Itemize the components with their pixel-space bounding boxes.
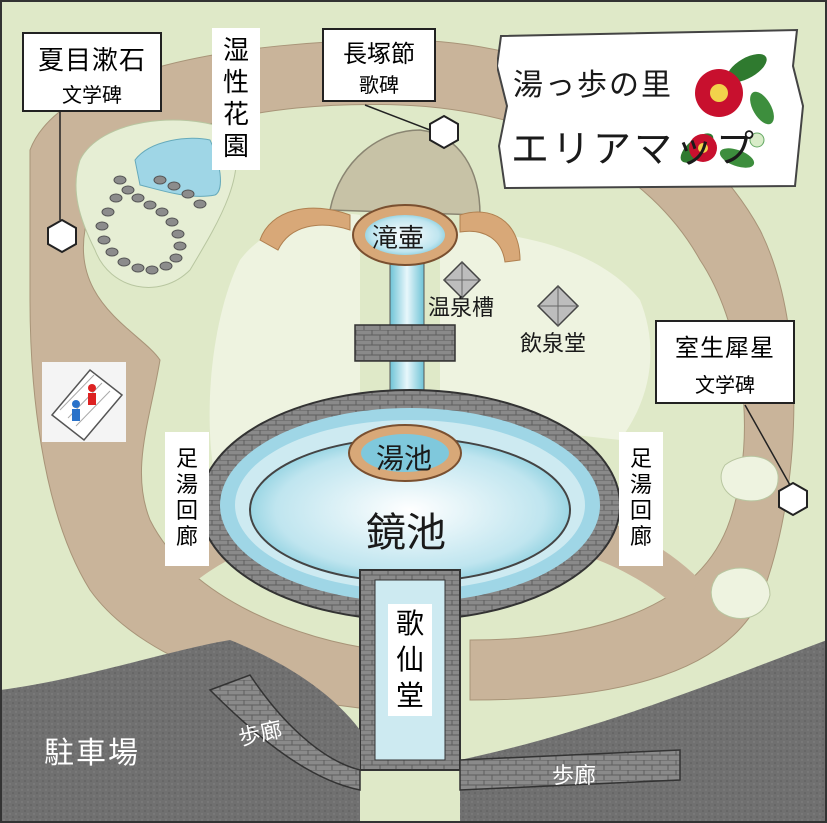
footbath-corridor-left-label[interactable]: 足 湯 回 廊 — [165, 432, 209, 566]
hot-pool-water — [361, 434, 449, 472]
mirror-pond-label: 鏡池 — [366, 510, 446, 556]
title-card: 湯っ歩の里 エリアマップ — [497, 26, 807, 192]
marsh-garden-char: 園 — [222, 132, 249, 162]
waterfall-label: 滝壷 — [372, 224, 425, 254]
marsh-garden-label[interactable]: 湿 性 花 園 — [212, 28, 260, 170]
parking-label: 駐車場 — [44, 736, 140, 771]
soseki-name: 夏目漱石 — [37, 46, 146, 76]
footbath-char: 湯 — [175, 473, 198, 498]
map-title-line1: 湯っ歩の里 — [513, 68, 673, 103]
lawn-right-small-2 — [710, 567, 771, 619]
waterfall-basin-water — [365, 215, 445, 255]
hot-pool-label: 湯池 — [376, 442, 433, 475]
footbath-char: 足 — [629, 447, 652, 472]
stepping-stones — [95, 175, 207, 275]
waterfall-rocks-right — [459, 211, 521, 263]
lawn-right-small — [720, 455, 779, 502]
marsh-garden-char: 性 — [222, 68, 249, 98]
nagatsuka-sub: 歌碑 — [359, 73, 399, 97]
footbath-char: 回 — [175, 499, 198, 524]
restroom-icon[interactable] — [42, 362, 126, 442]
hill — [329, 129, 481, 216]
leader-line — [364, 104, 431, 131]
murou-name: 室生犀星 — [675, 334, 775, 362]
waterfall-rocks — [259, 207, 351, 251]
kasendou-char: 歌 — [395, 607, 424, 640]
footbath-corridor-right-label[interactable]: 足 湯 回 廊 — [619, 432, 663, 566]
lawn-center-right — [440, 230, 651, 440]
marsh-garden-char: 花 — [222, 100, 249, 130]
footbath-char: 廊 — [175, 525, 198, 550]
kasendou-char: 仙 — [395, 643, 424, 676]
footbath-char: 廊 — [629, 525, 652, 550]
walkway-left — [208, 674, 361, 791]
kasendou-char: 堂 — [395, 679, 424, 712]
map-title-line2: エリアマップ — [511, 127, 758, 171]
leader-line — [744, 404, 791, 486]
parking-lot — [0, 640, 360, 823]
walkway-right — [459, 749, 681, 791]
hexagon-monument-icon[interactable] — [47, 218, 77, 254]
footbath-char: 回 — [629, 499, 652, 524]
murou-monument-label[interactable]: 室生犀星 文学碑 — [655, 320, 795, 404]
footbath-char: 足 — [175, 447, 198, 472]
hexagon-monument-icon[interactable] — [429, 114, 459, 150]
bridge — [354, 324, 456, 362]
nagatsuka-monument-label[interactable]: 長塚節 歌碑 — [322, 28, 436, 102]
marsh-garden-char: 湿 — [222, 36, 249, 66]
hot-spring-tank-label: 温泉槽 — [428, 296, 495, 321]
soseki-monument-label[interactable]: 夏目漱石 文学碑 — [22, 32, 162, 112]
footbath-char: 湯 — [629, 473, 652, 498]
diamond-building-icon[interactable] — [536, 284, 580, 328]
walkway-label-right: 歩廊 — [552, 764, 597, 789]
nagatsuka-name: 長塚節 — [343, 40, 415, 68]
hexagon-monument-icon[interactable] — [778, 481, 808, 517]
drinking-spring-hall-label: 飲泉堂 — [520, 332, 587, 357]
camellia-icon — [680, 54, 774, 168]
soseki-sub: 文学碑 — [62, 83, 122, 107]
diamond-building-icon[interactable] — [442, 260, 482, 300]
kasendou-label[interactable]: 歌 仙 堂 — [388, 604, 432, 716]
murou-sub: 文学碑 — [695, 373, 755, 397]
